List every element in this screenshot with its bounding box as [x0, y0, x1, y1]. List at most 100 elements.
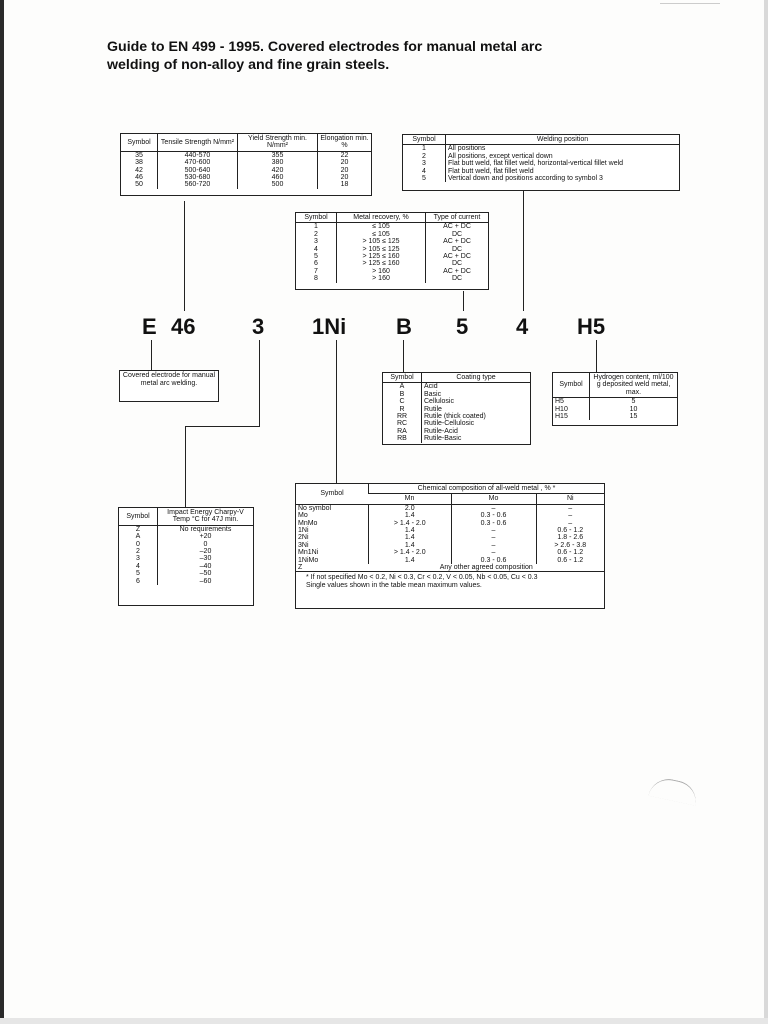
hydrogen-table: Symbol Hydrogen content, ml/100 g deposi…	[552, 372, 678, 426]
table-row: Mn1Ni> 1.4 - 2.0–0.6 - 1.2	[296, 549, 604, 557]
strength-table: Symbol Tensile Strength N/mm² Yield Stre…	[120, 133, 372, 196]
table-cell: 355	[237, 151, 318, 160]
table-cell: C	[399, 398, 405, 406]
table-cell: H10	[555, 405, 568, 413]
table-cell: –	[450, 504, 536, 513]
table-cell: Mo	[298, 512, 308, 520]
table-cell: 5	[422, 175, 426, 183]
table-cell: 10	[589, 405, 677, 414]
table-row: 5–50	[119, 570, 253, 578]
table-cell: –	[535, 504, 604, 513]
connector-line	[463, 291, 464, 311]
table-cell: AC + DC	[425, 253, 488, 261]
table-cell: Mn1Ni	[298, 549, 319, 557]
table-cell: –	[450, 541, 536, 550]
table-cell: 530-680	[157, 174, 238, 182]
table-cell: 22	[317, 151, 371, 160]
table-cell: 42	[135, 166, 143, 174]
table-cell: All positions	[445, 144, 679, 153]
table-cell: 1Ni	[298, 527, 309, 535]
table-cell: All positions, except vertical down	[445, 152, 679, 161]
scan-mark	[648, 775, 700, 806]
table-cell: +20	[157, 533, 253, 541]
table-cell: 3	[314, 238, 318, 246]
table-row: Z Any other agreed composition	[296, 564, 604, 572]
connector-line	[185, 426, 260, 427]
table-row: H10 10	[553, 405, 677, 414]
scan-mark	[660, 0, 720, 4]
table-cell: DC	[425, 230, 488, 239]
code-hydrogen: H5	[577, 314, 606, 339]
table-cell: RC	[396, 420, 408, 428]
table-cell: 18	[317, 181, 371, 189]
table-cell: > 2.6 - 3.8	[535, 541, 604, 550]
footnote: Single values shown in the table mean ma…	[306, 581, 482, 589]
table-cell: 0.3 - 0.6	[450, 556, 536, 565]
covered-electrode-note: Covered electrode for manual metal arc w…	[119, 370, 219, 402]
table-row: 2–20	[119, 548, 253, 556]
table-header: Symbol	[119, 508, 158, 526]
table-cell: 0	[136, 540, 140, 548]
connector-line	[185, 426, 186, 508]
table-cell: H5	[555, 398, 564, 406]
table-cell: 500-640	[157, 166, 238, 175]
table-cell: 20	[317, 166, 371, 175]
table-cell: 5	[136, 570, 140, 578]
table-header: Welding position	[445, 135, 679, 146]
table-cell: A	[135, 533, 141, 541]
table-cell: 1.4	[368, 534, 451, 542]
code-impact: 3	[252, 314, 265, 339]
table-cell: Rutile-Cellulosic	[421, 420, 530, 428]
table-row: * If not specified Mo < 0.2, Ni < 0.3, C…	[296, 571, 604, 582]
page-edge	[0, 1018, 768, 1024]
table-cell: B	[399, 390, 405, 398]
table-cell: 4	[314, 245, 318, 253]
table-cell: 38	[135, 159, 143, 167]
table-cell: 0.6 - 1.2	[535, 556, 604, 565]
table-cell: –60	[157, 577, 253, 586]
table-cell: Any other agreed composition	[439, 564, 533, 572]
table-cell: Cellulosic	[421, 398, 530, 406]
code-recovery: 5	[456, 314, 469, 339]
table-cell: 50	[135, 181, 143, 189]
table-cell: 380	[237, 159, 318, 167]
chemical-composition-table: Symbol Chemical composition of all-weld …	[295, 483, 605, 609]
table-cell: AC + DC	[425, 238, 488, 246]
table-cell: > 105 ≤ 125	[336, 245, 426, 254]
table-cell: –	[535, 512, 604, 520]
table-header: Symbol	[383, 373, 422, 384]
table-cell: Vertical down and positions according to…	[445, 175, 679, 183]
table-cell: > 160	[336, 275, 426, 283]
table-cell: 4	[422, 167, 426, 175]
table-cell: 2	[422, 152, 426, 160]
connector-line	[336, 340, 337, 483]
table-cell: A	[399, 383, 405, 391]
table-cell: H15	[555, 413, 568, 421]
connector-line	[596, 340, 597, 372]
table-cell: 440-570	[157, 151, 238, 160]
connector-line	[403, 340, 404, 372]
table-cell: 0.6 - 1.2	[535, 527, 604, 535]
table-cell: 7	[314, 267, 318, 275]
table-cell: 560-720	[157, 181, 238, 189]
table-cell: Basic	[421, 390, 530, 399]
table-header: Elongation min. %	[317, 134, 371, 152]
table-cell: –	[450, 527, 536, 535]
table-cell: ≤ 105	[336, 230, 426, 239]
